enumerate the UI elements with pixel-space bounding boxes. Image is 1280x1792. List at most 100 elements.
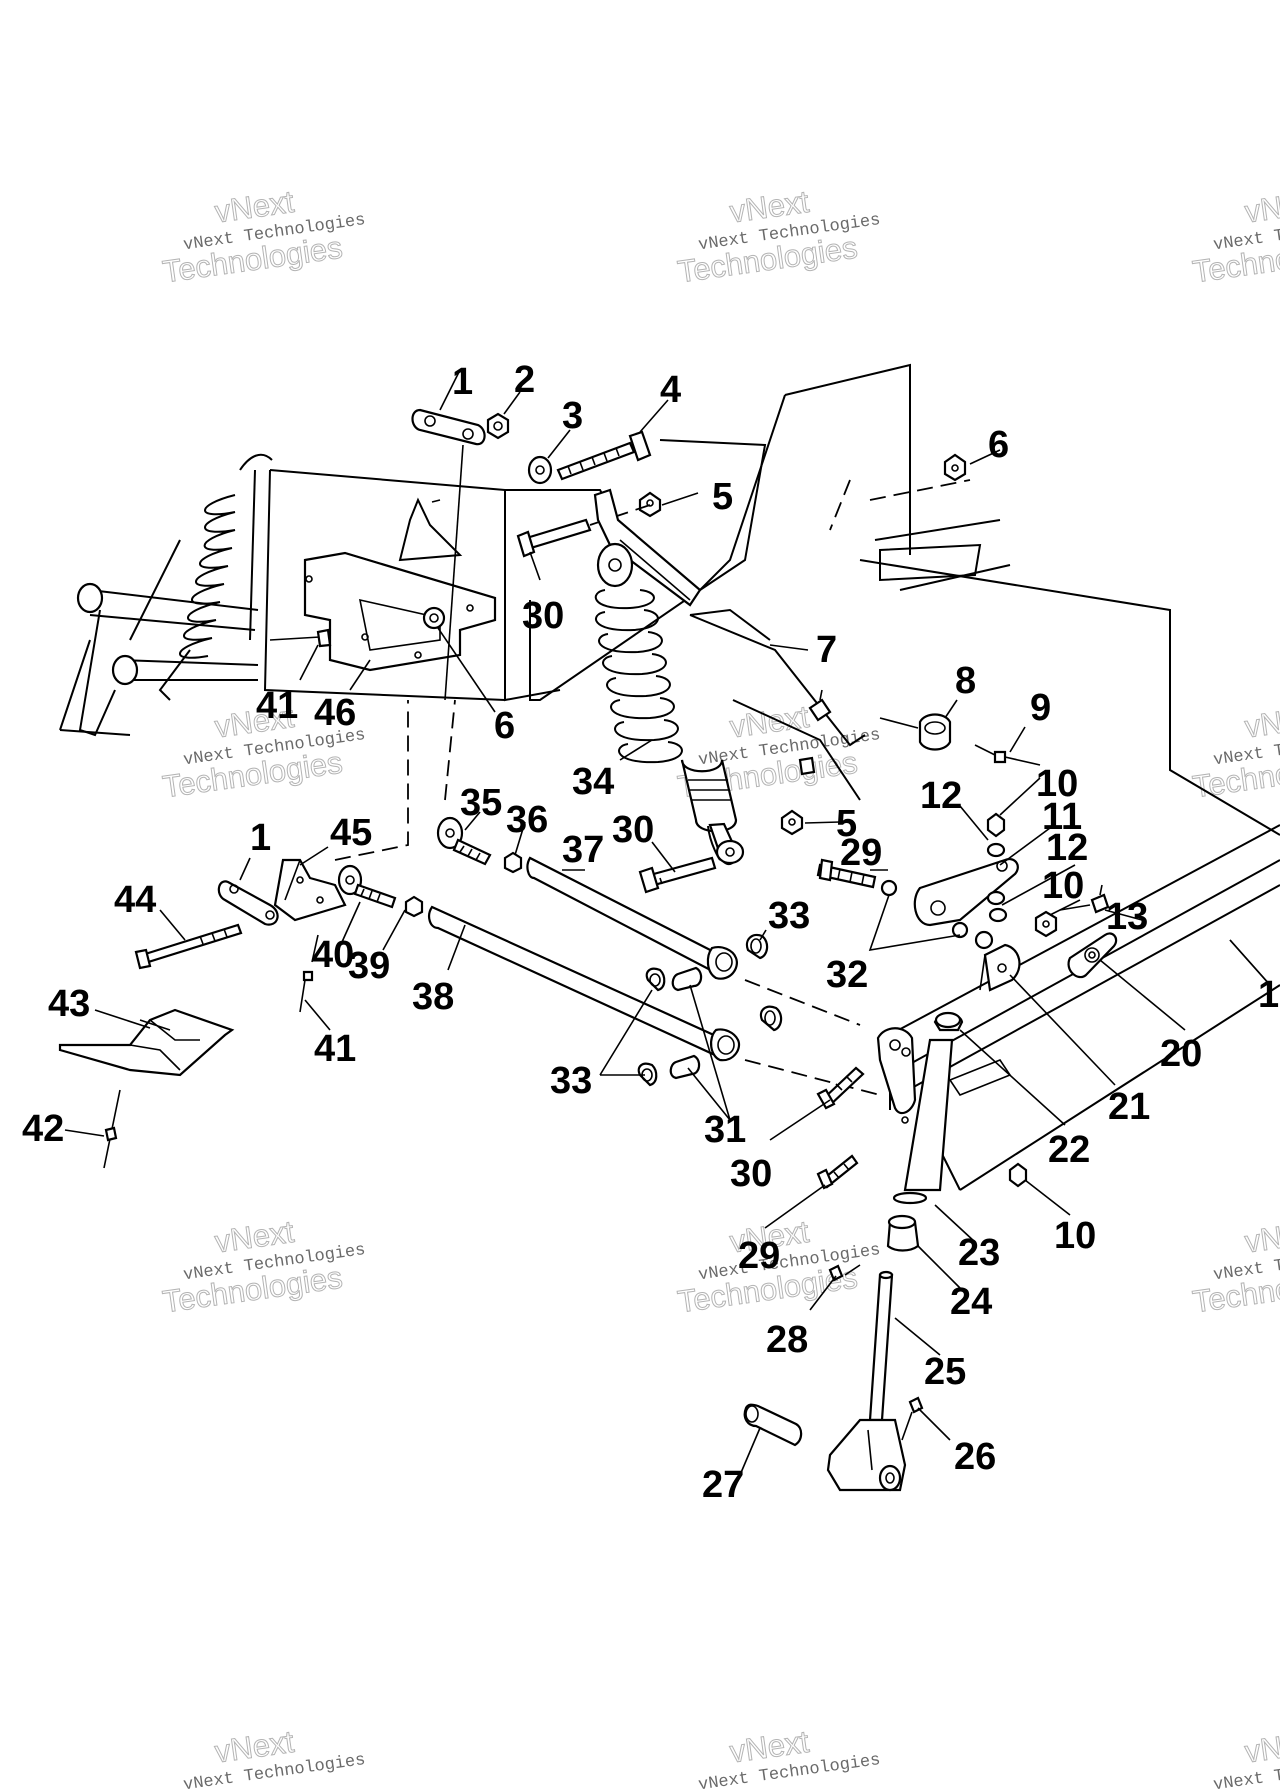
spindle-25 <box>826 1270 907 1492</box>
label-part-30: 30 <box>522 595 564 637</box>
svg-text:vNext: vNext <box>1243 699 1280 745</box>
svg-text:vNext: vNext <box>1243 184 1280 230</box>
bracket-45 <box>273 858 347 922</box>
label-part-10: 10 <box>1042 865 1084 907</box>
label-part-7: 7 <box>816 629 837 671</box>
label-part-30: 30 <box>612 809 654 851</box>
watermarks: vNext vNext Technologies Technologies vN… <box>160 183 1280 1792</box>
fitting-13 <box>1059 884 1110 914</box>
washer-32 <box>868 879 994 952</box>
label-part-3: 3 <box>562 395 583 437</box>
watermark: vNext vNext Technologies Technologies <box>1190 1213 1280 1320</box>
grease-fitting-26 <box>901 1396 924 1441</box>
spacer-31-bottom <box>669 1054 701 1080</box>
label-part-13: 13 <box>1106 896 1148 938</box>
label-part-40: 40 <box>312 934 354 976</box>
leader-lines <box>64 369 1271 1476</box>
bushing-33-top <box>745 933 769 960</box>
label-part-4: 4 <box>660 369 681 411</box>
bushing-24 <box>886 1214 920 1252</box>
label-part-2: 2 <box>514 359 535 401</box>
tie-rod-38 <box>428 905 741 1062</box>
washer-23 <box>892 1191 928 1205</box>
nut-6-lower <box>422 606 446 630</box>
bolt-30-lower <box>816 1066 865 1110</box>
nut-36 <box>503 851 523 874</box>
washer-12-bottom <box>986 890 1008 923</box>
watermark: vNext vNext Technologies Technologies <box>675 183 882 290</box>
label-part-29: 29 <box>840 832 882 874</box>
label-part-10: 10 <box>1036 763 1078 805</box>
link-plate-1-top <box>411 408 486 701</box>
label-part-41: 41 <box>256 685 298 727</box>
label-part-10: 10 <box>1054 1215 1096 1257</box>
label-part-1: 1 <box>1258 974 1279 1016</box>
pin-42 <box>103 1089 121 1169</box>
label-part-25: 25 <box>924 1351 966 1393</box>
label-part-11: 11 <box>1042 796 1082 838</box>
skid-plate-43 <box>58 1008 235 1077</box>
label-part-44: 44 <box>114 879 156 921</box>
spacer-31-mid <box>671 966 703 992</box>
label-part-39: 39 <box>348 945 390 987</box>
shock-upper-mount <box>593 488 702 607</box>
nut-6-upper <box>943 453 967 482</box>
label-part-9: 9 <box>1030 687 1051 729</box>
label-part-1: 1 <box>250 817 271 859</box>
label-part-22: 22 <box>1048 1129 1090 1171</box>
svg-text:vNext: vNext <box>1243 1214 1280 1260</box>
bushing-8 <box>879 713 952 751</box>
plate-20 <box>1067 932 1118 979</box>
assembly-line <box>744 979 861 1026</box>
rod-end-35 <box>436 816 492 866</box>
label-part-6: 6 <box>988 424 1009 466</box>
svg-text:vNext: vNext <box>1243 1724 1280 1770</box>
label-part-36: 36 <box>506 799 548 841</box>
label-part-37: 37 <box>562 829 604 871</box>
bolt-41-upper <box>269 628 332 648</box>
label-part-1: 1 <box>452 361 473 403</box>
bolt-44 <box>134 923 243 970</box>
label-part-38: 38 <box>412 976 454 1018</box>
bolt-29-upper <box>816 858 877 889</box>
left-suspension <box>59 453 273 737</box>
nut-5-top <box>638 491 662 518</box>
bushing-33-mid <box>645 967 666 992</box>
label-part-33: 33 <box>550 1060 592 1102</box>
pin-40 <box>311 934 319 963</box>
nut-10-lower <box>1008 1162 1028 1188</box>
assembly-line <box>444 699 456 801</box>
label-part-41: 41 <box>314 1028 356 1070</box>
bolt-4 <box>556 430 652 481</box>
watermark: vNext vNext Technologies Technologies <box>160 183 367 290</box>
washer-12-top <box>986 842 1006 858</box>
label-part-24: 24 <box>950 1281 992 1323</box>
label-part-5: 5 <box>836 803 857 845</box>
label-part-32: 32 <box>826 954 868 996</box>
label-part-43: 43 <box>48 983 90 1025</box>
label-part-23: 23 <box>958 1232 1000 1274</box>
label-part-28: 28 <box>766 1319 808 1361</box>
label-part-6: 6 <box>494 705 515 747</box>
bolt-41-lower <box>299 970 314 1013</box>
bracket-21 <box>979 943 1021 992</box>
rod-end-39 <box>337 864 397 909</box>
watermark: vNext vNext Technologies <box>1212 1723 1280 1792</box>
washer-3 <box>527 455 553 485</box>
nut-10-right <box>1034 910 1058 938</box>
label-part-26: 26 <box>954 1436 996 1478</box>
bracket-46 <box>303 497 497 672</box>
arm-7 <box>689 608 866 801</box>
watermark: vNext vNext Technologies <box>182 1723 366 1792</box>
grease-fitting-28 <box>828 1264 861 1282</box>
label-part-34: 34 <box>572 761 614 803</box>
nut-5-lower <box>780 809 804 836</box>
nut-39 <box>404 895 424 918</box>
label-part-46: 46 <box>314 692 356 734</box>
shock-absorber-34 <box>594 542 745 866</box>
label-part-29: 29 <box>738 1235 780 1277</box>
label-part-33: 33 <box>768 895 810 937</box>
label-part-31: 31 <box>704 1109 746 1151</box>
bolt-29-lower <box>816 1154 859 1190</box>
